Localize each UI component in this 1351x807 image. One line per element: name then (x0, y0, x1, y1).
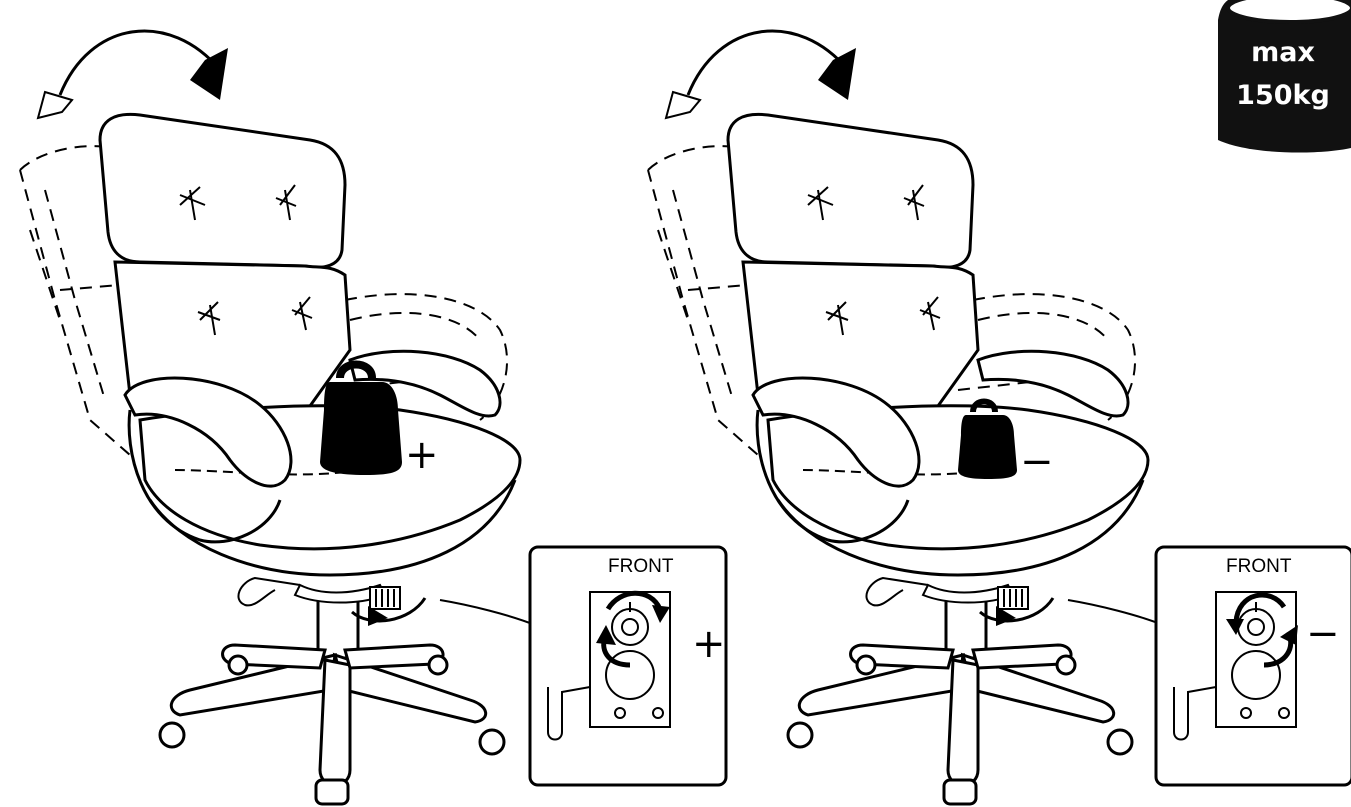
inset-label: FRONT (608, 556, 674, 577)
panel-increase: + FRONT + (20, 31, 726, 804)
seat-sign: + (405, 432, 439, 478)
inset-label: FRONT (1226, 556, 1292, 577)
inset-increase: FRONT + (530, 547, 726, 785)
max-weight-line1: max (1251, 37, 1315, 68)
inset-sign: + (692, 621, 726, 667)
seat-sign: − (1020, 439, 1054, 485)
max-weight-badge: max 150kg (1218, 0, 1351, 153)
max-weight-line2: 150kg (1236, 80, 1330, 111)
inset-sign: − (1306, 611, 1340, 657)
inset-decrease: FRONT − (1156, 547, 1351, 785)
chair-recline-arrow-icon (20, 31, 535, 804)
